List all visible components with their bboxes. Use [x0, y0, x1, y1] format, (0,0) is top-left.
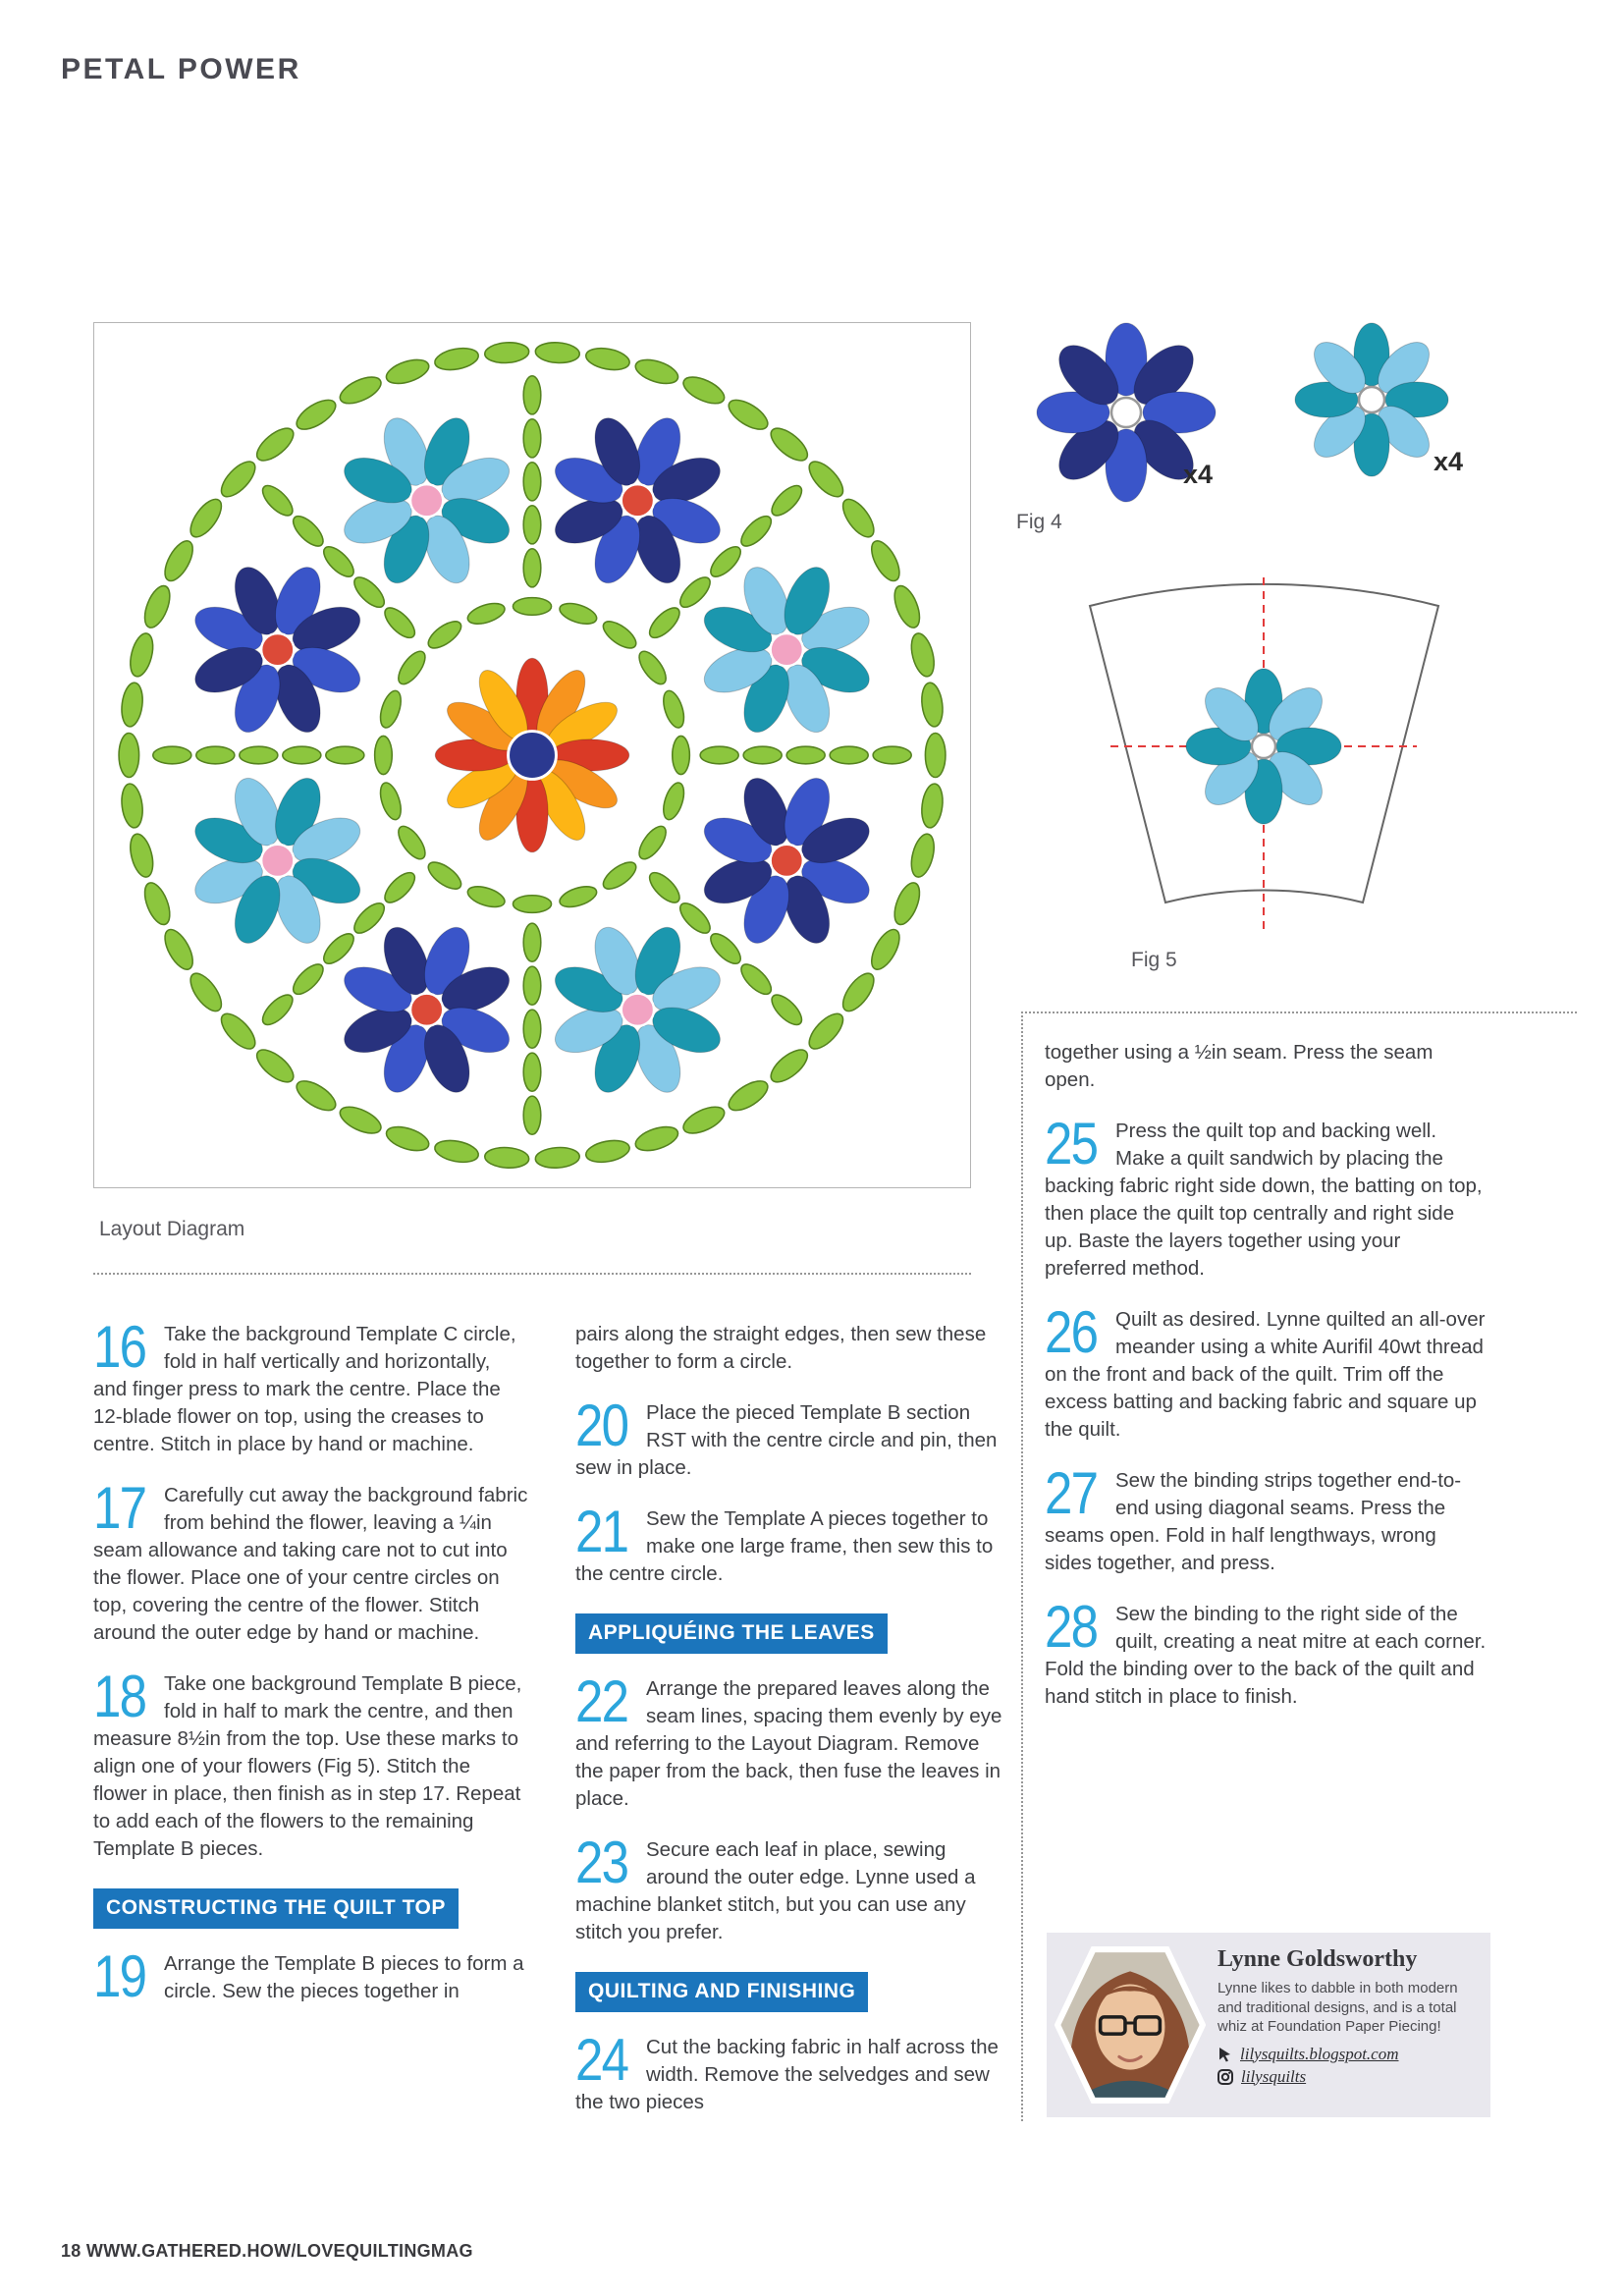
step-text: Take one background Template B piece, fo… — [93, 1672, 522, 1860]
step-number: 19 — [93, 1943, 147, 2009]
page-title: PETAL POWER — [61, 53, 301, 85]
step-number: 20 — [575, 1393, 629, 1458]
step-16: 16 Take the background Template C circle… — [93, 1314, 529, 1458]
layout-diagram — [118, 342, 947, 1169]
step-22: 22 Arrange the prepared leaves along the… — [575, 1668, 1011, 1813]
author-info: Lynne Goldsworthy Lynne likes to dabble … — [1217, 1946, 1481, 2087]
section-heading-appliqueing-the-leaves: APPLIQUÉING THE LEAVES — [575, 1613, 888, 1654]
step-19: 19 Arrange the Template B pieces to form… — [93, 1943, 529, 2009]
step-text: Arrange the Template B pieces to form a … — [164, 1952, 524, 2002]
step-number: 18 — [93, 1664, 147, 1729]
step-text: Arrange the prepared leaves along the se… — [575, 1677, 1002, 1810]
fig4-right-quantity-label: x4 — [1434, 447, 1464, 476]
step-number: 26 — [1045, 1299, 1099, 1365]
author-instagram-link[interactable]: lilysquilts — [1241, 2066, 1307, 2086]
step-text: Take the background Template C circle, f… — [93, 1323, 516, 1455]
author-card: Lynne Goldsworthy Lynne likes to dabble … — [1047, 1933, 1490, 2117]
step-text: Secure each leaf in place, sewing around… — [575, 1838, 976, 1943]
fig4-left-quantity-label: x4 — [1183, 460, 1214, 489]
step-number: 23 — [575, 1830, 629, 1895]
section-heading-quilting-and-finishing: QUILTING AND FINISHING — [575, 1972, 869, 2012]
step-21: 21 Sew the Template A pieces together to… — [575, 1499, 1011, 1588]
step-number: 24 — [575, 2027, 629, 2093]
step-17: 17 Carefully cut away the background fab… — [93, 1475, 529, 1647]
fig4-caption: Fig 4 — [1016, 511, 1062, 533]
text-column-3: together using a ½in seam. Press the sea… — [1045, 1039, 1487, 1734]
step-24: 24 Cut the backing fabric in half across… — [575, 2027, 1011, 2116]
step-text: Carefully cut away the background fabric… — [93, 1484, 528, 1644]
step-18: 18 Take one background Template B piece,… — [93, 1664, 529, 1863]
step-text: Place the pieced Template B section RST … — [575, 1401, 998, 1479]
step-number: 28 — [1045, 1594, 1099, 1660]
step-number: 16 — [93, 1314, 147, 1380]
step-text: Quilt as desired. Lynne quilted an all-o… — [1045, 1308, 1486, 1441]
step-20: 20 Place the pieced Template B section R… — [575, 1393, 1011, 1482]
step-28: 28 Sew the binding to the right side of … — [1045, 1594, 1487, 1711]
step-26: 26 Quilt as desired. Lynne quilted an al… — [1045, 1299, 1487, 1444]
layout-diagram-box — [93, 322, 971, 1188]
step-number: 21 — [575, 1499, 629, 1564]
step-text: Sew the Template A pieces together to ma… — [575, 1507, 994, 1585]
author-photo — [1055, 1946, 1206, 2104]
step-text: Sew the binding to the right side of the… — [1045, 1603, 1487, 1708]
step-number: 17 — [93, 1475, 147, 1541]
author-instagram-row: lilysquilts — [1217, 2067, 1481, 2087]
cursor-icon — [1219, 2047, 1230, 2061]
fig4-flowers-diagram — [1036, 322, 1449, 503]
fig5-caption: Fig 5 — [1131, 949, 1177, 971]
step-number: 27 — [1045, 1460, 1099, 1526]
step-23: 23 Secure each leaf in place, sewing aro… — [575, 1830, 1011, 1946]
text-column-2: pairs along the straight edges, then sew… — [575, 1321, 1011, 2140]
author-bio: Lynne likes to dabble in both modern and… — [1217, 1980, 1458, 2035]
dotted-divider — [1021, 1011, 1577, 1013]
page-footer: 18 WWW.GATHERED.HOW/LOVEQUILTINGMAG — [61, 2241, 473, 2261]
dotted-divider — [1021, 1011, 1023, 2121]
layout-diagram-caption: Layout Diagram — [99, 1218, 245, 1240]
continued-text: pairs along the straight edges, then sew… — [575, 1323, 987, 1373]
step-number: 22 — [575, 1668, 629, 1734]
text-column-1: 16 Take the background Template C circle… — [93, 1314, 529, 2029]
step-text: Cut the backing fabric in half across th… — [575, 2036, 999, 2113]
step-number: 25 — [1045, 1111, 1099, 1176]
step-text: Sew the binding strips together end-to-e… — [1045, 1469, 1462, 1574]
step-25: 25 Press the quilt top and backing well.… — [1045, 1111, 1487, 1283]
step-27: 27 Sew the binding strips together end-t… — [1045, 1460, 1487, 1577]
fig5-template-diagram — [1088, 577, 1440, 933]
continued-text: together using a ½in seam. Press the sea… — [1045, 1041, 1434, 1091]
dotted-divider — [93, 1273, 971, 1275]
step-text: Press the quilt top and backing well. Ma… — [1045, 1120, 1483, 1280]
author-blog-link[interactable]: lilysquilts.blogspot.com — [1240, 2044, 1399, 2063]
section-heading-constructing-the-quilt-top: CONSTRUCTING THE QUILT TOP — [93, 1888, 459, 1929]
author-name: Lynne Goldsworthy — [1217, 1946, 1418, 1972]
instagram-icon — [1217, 2068, 1233, 2085]
author-blog-row: lilysquilts.blogspot.com — [1217, 2045, 1481, 2064]
